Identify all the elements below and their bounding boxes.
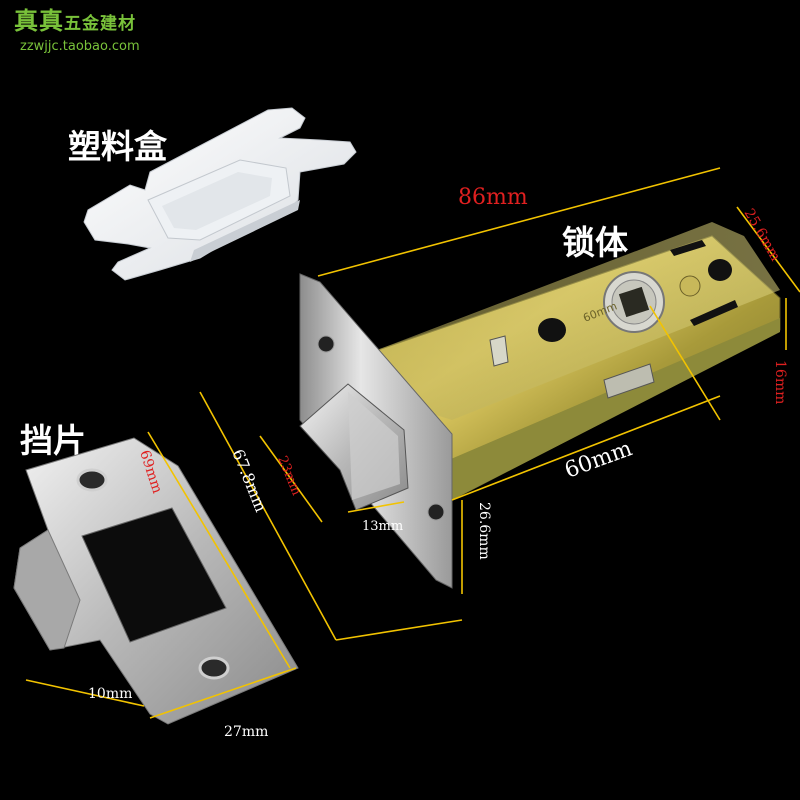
dim-height-16: 16mm — [772, 360, 788, 404]
plastic-box-label: 塑料盒 — [68, 127, 167, 166]
dim-faceplate-67-8: 67.8mm — [228, 446, 270, 514]
dim-strike-27: 27mm — [224, 724, 268, 740]
dimension-lines — [25, 167, 800, 719]
brand-name: 真真五金建材 — [14, 7, 136, 35]
dim-strike-10: 10mm — [88, 686, 132, 702]
brand-url: zzwjjc.taobao.com — [20, 39, 140, 54]
strike-opening — [81, 507, 227, 643]
lock-body: 60mm — [299, 222, 781, 589]
brand-subtitle: 五金建材 — [64, 14, 136, 34]
dim-latch-23: 23mm — [274, 454, 303, 498]
dim-faceplate-26-6: 26.6mm — [476, 502, 492, 560]
plastic-box — [83, 107, 357, 281]
dim-latch-13: 13mm — [362, 519, 403, 534]
dim-length-86: 86mm — [458, 185, 528, 210]
strike-plate — [13, 437, 299, 725]
brand-logo: 真真五金建材 zzwjjc.taobao.com — [14, 6, 140, 54]
lock-body-label: 锁体 — [562, 223, 628, 262]
lock-hole — [538, 318, 566, 342]
strike-plate-label: 挡片 — [20, 421, 86, 460]
